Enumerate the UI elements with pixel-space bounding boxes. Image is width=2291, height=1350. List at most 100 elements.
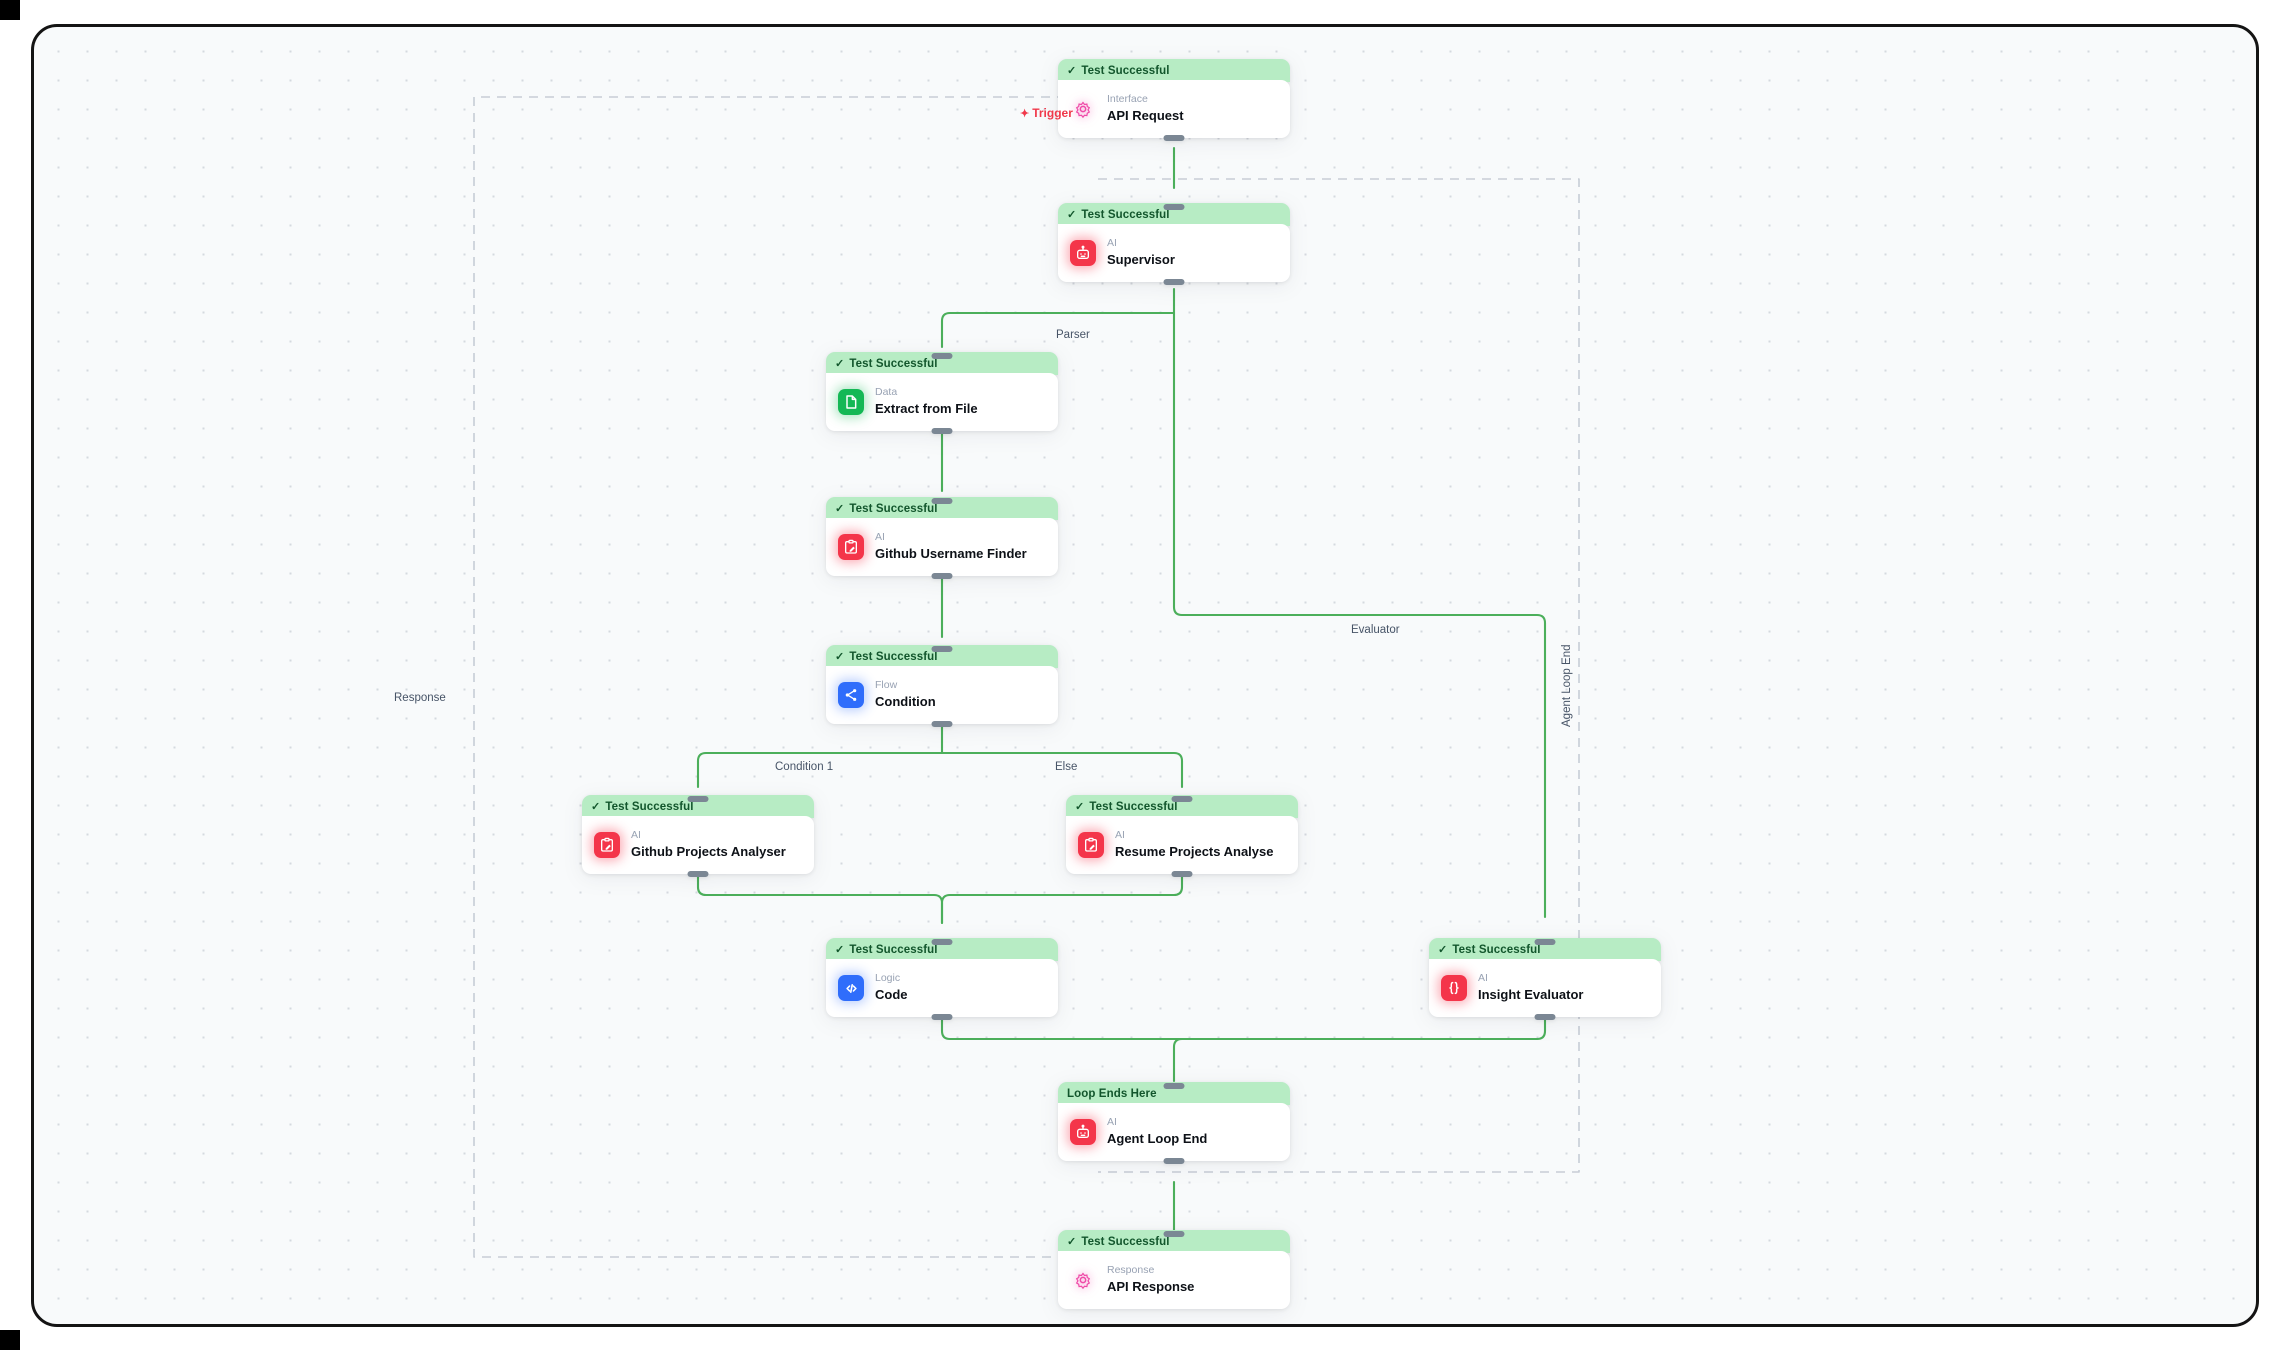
node-resume-projects-analyse[interactable]: ✓ Test Successful AI Resume Projects Ana…	[1066, 795, 1298, 877]
check-icon: ✓	[1067, 1236, 1077, 1248]
node-kind: Data	[875, 386, 898, 399]
node-api-response[interactable]: ✓ Test Successful Response API Response	[1058, 1230, 1290, 1309]
port-bottom[interactable]	[931, 428, 953, 434]
workflow-canvas[interactable]: ✦ Trigger Parser Evaluator Agent Loop En…	[31, 24, 2259, 1327]
node-kind: AI	[1107, 237, 1117, 250]
node-text: AI Supervisor	[1107, 237, 1175, 268]
node-text: AI Insight Evaluator	[1478, 972, 1583, 1003]
node-body[interactable]: AI Resume Projects Analyse	[1066, 796, 1298, 877]
node-text: Logic Code	[875, 972, 908, 1003]
port-top[interactable]	[931, 498, 953, 504]
node-body[interactable]: Data Extract from File	[826, 353, 1058, 434]
node-status-bar: Loop Ends Here	[1058, 1082, 1290, 1105]
edge-label-response: Response	[394, 692, 446, 704]
port-bottom[interactable]	[1163, 279, 1185, 285]
branch-share-icon	[838, 682, 864, 708]
node-body[interactable]: AI Supervisor	[1058, 204, 1290, 285]
node-status-bar: ✓ Test Successful	[1066, 795, 1298, 818]
node-github-username-finder[interactable]: ✓ Test Successful AI Github Username Fin…	[826, 497, 1058, 579]
node-title: API Request	[1107, 108, 1184, 124]
check-icon: ✓	[1438, 944, 1448, 956]
node-kind: Interface	[1107, 93, 1148, 106]
node-status-text: Test Successful	[849, 357, 938, 370]
node-status-text: Test Successful	[1081, 64, 1170, 77]
node-condition[interactable]: ✓ Test Successful Flow Condition	[826, 645, 1058, 727]
edge-label-trigger-text: Trigger	[1032, 106, 1073, 120]
node-title: Code	[875, 987, 908, 1003]
port-bottom[interactable]	[687, 871, 709, 877]
curly-braces-icon	[1441, 975, 1467, 1001]
port-bottom[interactable]	[1534, 1014, 1556, 1020]
port-top[interactable]	[1163, 1231, 1185, 1237]
gear-outline-icon	[1070, 1267, 1096, 1293]
port-top[interactable]	[1163, 204, 1185, 210]
robot-icon	[1070, 240, 1096, 266]
port-top[interactable]	[1163, 1083, 1185, 1089]
node-status-text: Loop Ends Here	[1067, 1087, 1157, 1100]
node-title: Extract from File	[875, 401, 978, 417]
node-status-text: Test Successful	[849, 650, 938, 663]
port-bottom[interactable]	[931, 721, 953, 727]
edge-label-condition-1: Condition 1	[775, 761, 834, 773]
node-text: Flow Condition	[875, 679, 936, 710]
node-api-request[interactable]: ✓ Test Successful Interface API Request	[1058, 59, 1290, 141]
node-kind: Response	[1107, 1264, 1155, 1277]
node-insight-evaluator[interactable]: ✓ Test Successful AI Insight Evaluator	[1429, 938, 1661, 1020]
edge-label-evaluator: Evaluator	[1351, 624, 1400, 636]
port-bottom[interactable]	[1163, 135, 1185, 141]
node-body[interactable]: AI Insight Evaluator	[1429, 939, 1661, 1020]
node-title: Github Projects Analyser	[631, 844, 786, 860]
node-body[interactable]: AI Github Username Finder	[826, 498, 1058, 579]
node-status-bar: ✓ Test Successful	[826, 645, 1058, 668]
node-title: Agent Loop End	[1107, 1131, 1208, 1147]
port-top[interactable]	[1171, 796, 1193, 802]
node-title: Github Username Finder	[875, 546, 1027, 562]
check-icon: ✓	[835, 944, 845, 956]
node-body[interactable]: AI Github Projects Analyser	[582, 796, 814, 877]
code-brackets-icon	[838, 975, 864, 1001]
port-top[interactable]	[931, 939, 953, 945]
node-status-bar: ✓ Test Successful	[1058, 1230, 1290, 1253]
node-body[interactable]: AI Agent Loop End	[1058, 1083, 1290, 1164]
node-status-bar: ✓ Test Successful	[826, 938, 1058, 961]
document-icon	[838, 389, 864, 415]
port-bottom[interactable]	[1171, 871, 1193, 877]
edge-label-parser: Parser	[1056, 329, 1090, 341]
node-kind: Logic	[875, 972, 901, 985]
gear-outline-icon	[1070, 96, 1096, 122]
node-text: AI Github Username Finder	[875, 531, 1027, 562]
node-status-text: Test Successful	[605, 800, 694, 813]
port-bottom[interactable]	[1163, 1158, 1185, 1164]
node-agent-loop-end[interactable]: Loop Ends Here AI Agent Loop End	[1058, 1082, 1290, 1164]
node-body[interactable]: Interface API Request	[1058, 80, 1290, 141]
edge-label-trigger: ✦ Trigger	[1020, 106, 1073, 120]
node-title: Supervisor	[1107, 252, 1175, 268]
port-top[interactable]	[931, 353, 953, 359]
node-status-bar: ✓ Test Successful	[1429, 938, 1661, 961]
node-status-text: Test Successful	[1089, 800, 1178, 813]
node-title: Condition	[875, 694, 936, 710]
node-kind: AI	[631, 829, 641, 842]
node-title: Insight Evaluator	[1478, 987, 1584, 1003]
node-text: AI Agent Loop End	[1107, 1116, 1207, 1147]
node-extract-from-file[interactable]: ✓ Test Successful Data Extract from File	[826, 352, 1058, 434]
port-top[interactable]	[1534, 939, 1556, 945]
port-bottom[interactable]	[931, 1014, 953, 1020]
port-top[interactable]	[931, 646, 953, 652]
port-top[interactable]	[687, 796, 709, 802]
node-supervisor[interactable]: ✓ Test Successful AI Supervisor	[1058, 203, 1290, 285]
clipboard-pencil-icon	[838, 534, 864, 560]
node-status-text: Test Successful	[849, 502, 938, 515]
node-body[interactable]: Flow Condition	[826, 646, 1058, 727]
clipboard-pencil-icon	[594, 832, 620, 858]
node-github-projects-analyser[interactable]: ✓ Test Successful AI Github Projects Ana…	[582, 795, 814, 877]
node-text: Interface API Request	[1107, 93, 1184, 124]
check-icon: ✓	[1075, 801, 1085, 813]
robot-icon	[1070, 1119, 1096, 1145]
node-body[interactable]: Response API Response	[1058, 1231, 1290, 1309]
clipboard-pencil-icon	[1078, 832, 1104, 858]
node-code[interactable]: ✓ Test Successful Logic Code	[826, 938, 1058, 1020]
port-bottom[interactable]	[931, 573, 953, 579]
node-body[interactable]: Logic Code	[826, 939, 1058, 1020]
node-status-bar: ✓ Test Successful	[1058, 59, 1290, 82]
